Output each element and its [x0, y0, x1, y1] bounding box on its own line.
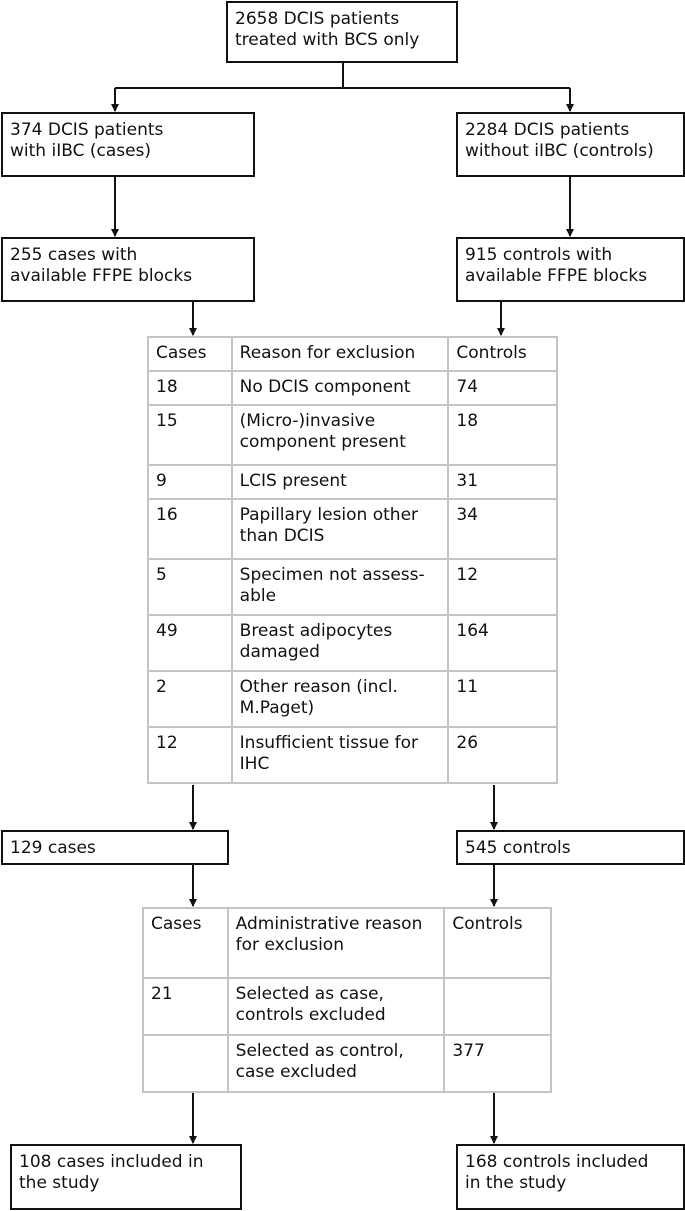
reason-line: Insufficient tissue for: [239, 733, 418, 753]
box-cases-included: 108 cases included in the study: [10, 1144, 242, 1210]
cell-cases: 2: [147, 670, 233, 728]
box-line: 545 controls: [465, 838, 571, 858]
exclusion-table: Cases Reason for exclusion Controls 18 N…: [147, 336, 558, 784]
header-reason: Reason for exclusion: [230, 336, 450, 372]
cell-cases: 21: [142, 977, 229, 1036]
box-controls-ffpe: 915 controls with available FFPE blocks: [456, 237, 685, 302]
box-cases-total: 374 DCIS patients with iIBC (cases): [1, 112, 255, 177]
cell-reason: Selected as control,case excluded: [226, 1034, 446, 1093]
reason-line: Specimen not assess-: [239, 565, 425, 585]
reason-line: M.Paget): [239, 698, 315, 718]
box-cases-ffpe: 255 cases with available FFPE blocks: [1, 237, 255, 302]
reason-line: (Micro-)invasive: [239, 411, 376, 431]
box-all-patients: 2658 DCIS patients treated with BCS only: [226, 1, 458, 63]
cell-controls: 377: [443, 1034, 552, 1093]
box-cases-after-exclusion: 129 cases: [1, 830, 229, 865]
header-cases: Cases: [147, 336, 233, 372]
header-controls: Controls: [443, 907, 552, 979]
box-line: 108 cases included in: [19, 1152, 204, 1172]
header-line: Administrative reason: [235, 914, 423, 934]
cell-cases: 12: [147, 726, 233, 784]
cell-reason: Specimen not assess-able: [230, 558, 450, 616]
cell-cases: 18: [147, 370, 233, 406]
reason-line: IHC: [239, 754, 270, 774]
cell-reason: LCIS present: [230, 464, 450, 500]
reason-line: Selected as control,: [235, 1041, 404, 1061]
reason-line: Other reason (incl.: [239, 677, 398, 697]
box-line: with iIBC (cases): [10, 141, 152, 161]
table-row: 18 No DCIS component 74: [147, 370, 558, 406]
box-line: treated with BCS only: [235, 30, 420, 50]
box-line: available FFPE blocks: [10, 266, 193, 286]
header-controls: Controls: [447, 336, 558, 372]
cell-controls: 26: [447, 726, 558, 784]
box-controls-after-exclusion: 545 controls: [456, 830, 685, 865]
reason-line: Papillary lesion other: [239, 505, 419, 525]
header-line: for exclusion: [235, 935, 344, 955]
cell-controls: 34: [447, 498, 558, 560]
box-line: in the study: [465, 1173, 567, 1193]
reason-line: controls excluded: [235, 1005, 386, 1025]
cell-controls: 11: [447, 670, 558, 728]
reason-line: Selected as case,: [235, 984, 384, 1004]
cell-reason: No DCIS component: [230, 370, 450, 406]
cell-controls: 74: [447, 370, 558, 406]
header-cases: Cases: [142, 907, 229, 979]
reason-line: No DCIS component: [239, 377, 411, 397]
reason-line: case excluded: [235, 1062, 357, 1082]
box-line: 374 DCIS patients: [10, 120, 164, 140]
cell-cases: [142, 1034, 229, 1093]
table-header-row: Cases Reason for exclusion Controls: [147, 336, 558, 372]
box-line: 168 controls included: [465, 1152, 649, 1172]
box-controls-total: 2284 DCIS patients without iIBC (control…: [456, 112, 685, 177]
cell-controls: 164: [447, 614, 558, 672]
box-line: the study: [19, 1173, 100, 1193]
table-row: Selected as control,case excluded 377: [142, 1034, 552, 1093]
box-line: 915 controls with: [465, 245, 613, 265]
reason-line: able: [239, 586, 277, 606]
cell-controls: 18: [447, 404, 558, 466]
cell-cases: 15: [147, 404, 233, 466]
reason-line: damaged: [239, 642, 320, 662]
table-row: 2 Other reason (incl.M.Paget) 11: [147, 670, 558, 728]
box-controls-included: 168 controls included in the study: [456, 1144, 685, 1210]
reason-line: LCIS present: [239, 471, 347, 491]
cell-reason: Selected as case,controls excluded: [226, 977, 446, 1036]
cell-controls: [443, 977, 552, 1036]
box-line: without iIBC (controls): [465, 141, 654, 161]
cell-controls: 12: [447, 558, 558, 616]
reason-line: Breast adipocytes: [239, 621, 393, 641]
cell-cases: 49: [147, 614, 233, 672]
box-line: 2284 DCIS patients: [465, 120, 630, 140]
box-line: 255 cases with: [10, 245, 138, 265]
box-line: 2658 DCIS patients: [235, 9, 400, 29]
box-line: 129 cases: [10, 838, 96, 858]
reason-line: component present: [239, 432, 406, 452]
cell-cases: 9: [147, 464, 233, 500]
table-row: 5 Specimen not assess-able 12: [147, 558, 558, 616]
table-row: 21 Selected as case,controls excluded: [142, 977, 552, 1036]
cell-reason: Other reason (incl.M.Paget): [230, 670, 450, 728]
table-row: 9 LCIS present 31: [147, 464, 558, 500]
box-line: available FFPE blocks: [465, 266, 648, 286]
reason-line: than DCIS: [239, 526, 325, 546]
cell-cases: 16: [147, 498, 233, 560]
cell-controls: 31: [447, 464, 558, 500]
cell-cases: 5: [147, 558, 233, 616]
